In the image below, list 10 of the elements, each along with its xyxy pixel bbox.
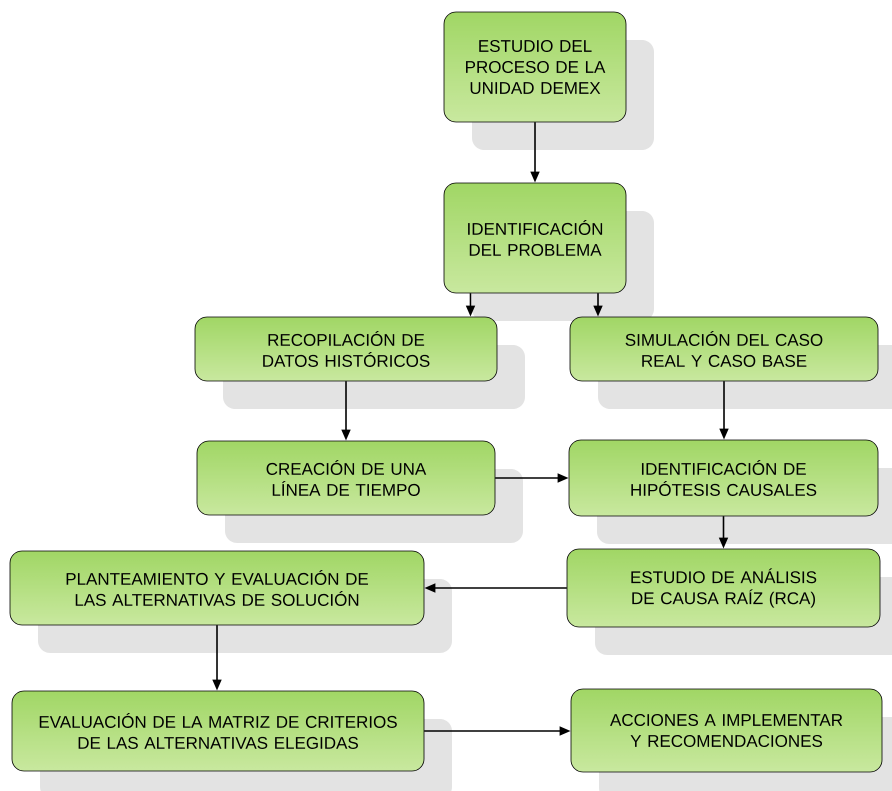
process-box: IDENTIFICACIÓN DEL PROBLEMA [444, 182, 626, 294]
process-box: EVALUACIÓN DE LA MATRIZ DE CRITERIOS DE LAS ALTERNATIVAS ELEGIDAS [12, 690, 424, 772]
process-box: ESTUDIO DE ANÁLISIS DE CAUSA RAÍZ (RCA) [566, 548, 880, 628]
process-box: RECOPILACIÓN DE DATOS HISTÓRICOS [194, 316, 498, 382]
process-box: SIMULACIÓN DEL CASO REAL Y CASO BASE [570, 316, 878, 382]
process-box: ACCIONES A IMPLEMENTAR Y RECOMENDACIONES [570, 688, 882, 772]
process-box: ESTUDIO DEL PROCESO DE LA UNIDAD DEMEX [444, 12, 626, 122]
process-box: CREACIÓN DE UNA LÍNEA DE TIEMPO [196, 440, 496, 516]
process-box: PLANTEAMIENTO Y EVALUACIÓN DE LAS ALTERNATIVAS DE SOLUCIÓN [10, 550, 424, 626]
process-box: IDENTIFICACIÓN DE HIPÓTESIS CAUSALES [568, 440, 878, 516]
